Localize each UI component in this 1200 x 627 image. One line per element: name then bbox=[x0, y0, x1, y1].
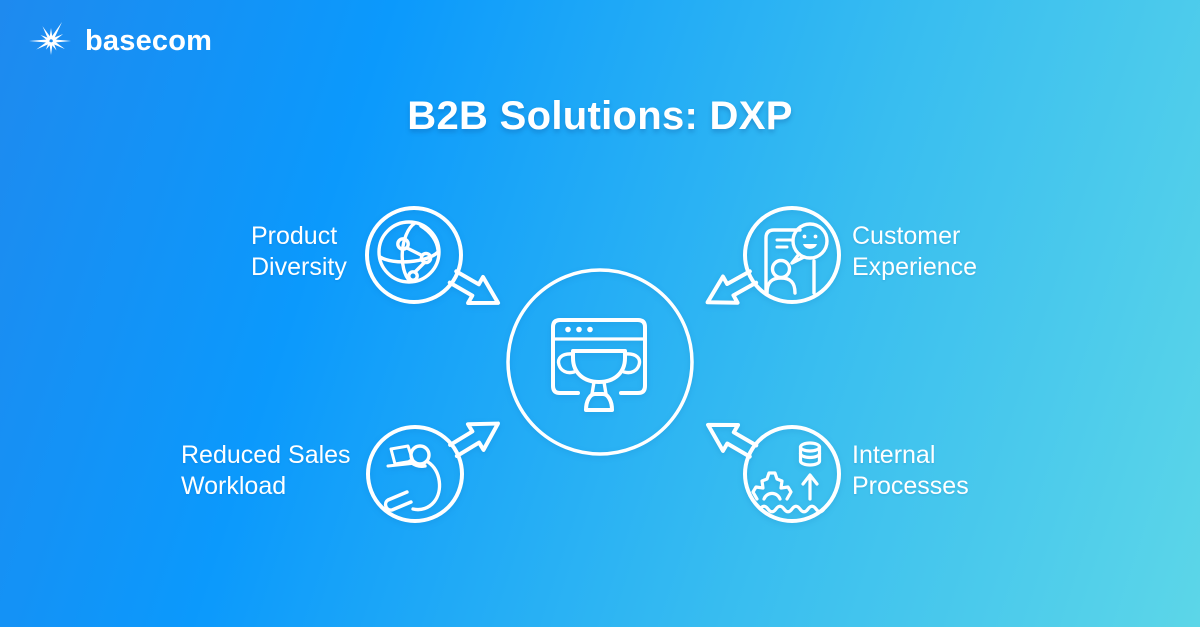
satellite-reduced-sales-workload bbox=[366, 421, 500, 523]
satellite-circle bbox=[366, 425, 464, 523]
relaxed-person-laptop-icon bbox=[383, 444, 442, 512]
label-product-diversity: Product Diversity bbox=[251, 221, 347, 283]
brand-logo: basecom bbox=[26, 16, 212, 66]
satellite-customer-experience bbox=[705, 206, 841, 305]
customer-chat-smiley-icon bbox=[764, 222, 829, 295]
globe-network-icon bbox=[377, 220, 441, 284]
label-line: Diversity bbox=[251, 253, 347, 281]
gear-database-arrow-icon bbox=[751, 441, 826, 514]
label-line: Customer bbox=[852, 222, 961, 250]
center-circle bbox=[506, 268, 694, 456]
label-line: Workload bbox=[181, 472, 287, 500]
label-line: Internal bbox=[852, 441, 936, 469]
starburst-icon bbox=[28, 21, 71, 55]
satellite-product-diversity bbox=[365, 206, 501, 305]
label-reduced-sales-workload: Reduced Sales Workload bbox=[181, 440, 351, 502]
label-line: Experience bbox=[852, 253, 978, 281]
label-line: Product bbox=[251, 222, 338, 250]
arrow-to-center-icon bbox=[448, 421, 500, 459]
center-node bbox=[506, 268, 694, 456]
arrow-to-center-icon bbox=[705, 269, 759, 305]
page-title: B2B Solutions: DXP bbox=[407, 94, 793, 138]
brand-name: basecom bbox=[85, 24, 213, 57]
satellite-circle bbox=[365, 206, 463, 304]
arrow-to-center-icon bbox=[447, 269, 501, 305]
label-customer-experience: Customer Experience bbox=[852, 221, 977, 283]
label-line: Reduced Sales bbox=[181, 441, 351, 469]
satellite-circle bbox=[743, 425, 841, 523]
satellite-circle bbox=[743, 206, 841, 304]
satellite-internal-processes bbox=[706, 422, 841, 523]
arrow-to-center-icon bbox=[706, 422, 759, 459]
browser-trophy-icon bbox=[551, 318, 647, 412]
label-internal-processes: Internal Processes bbox=[852, 440, 969, 502]
label-line: Processes bbox=[852, 472, 969, 500]
